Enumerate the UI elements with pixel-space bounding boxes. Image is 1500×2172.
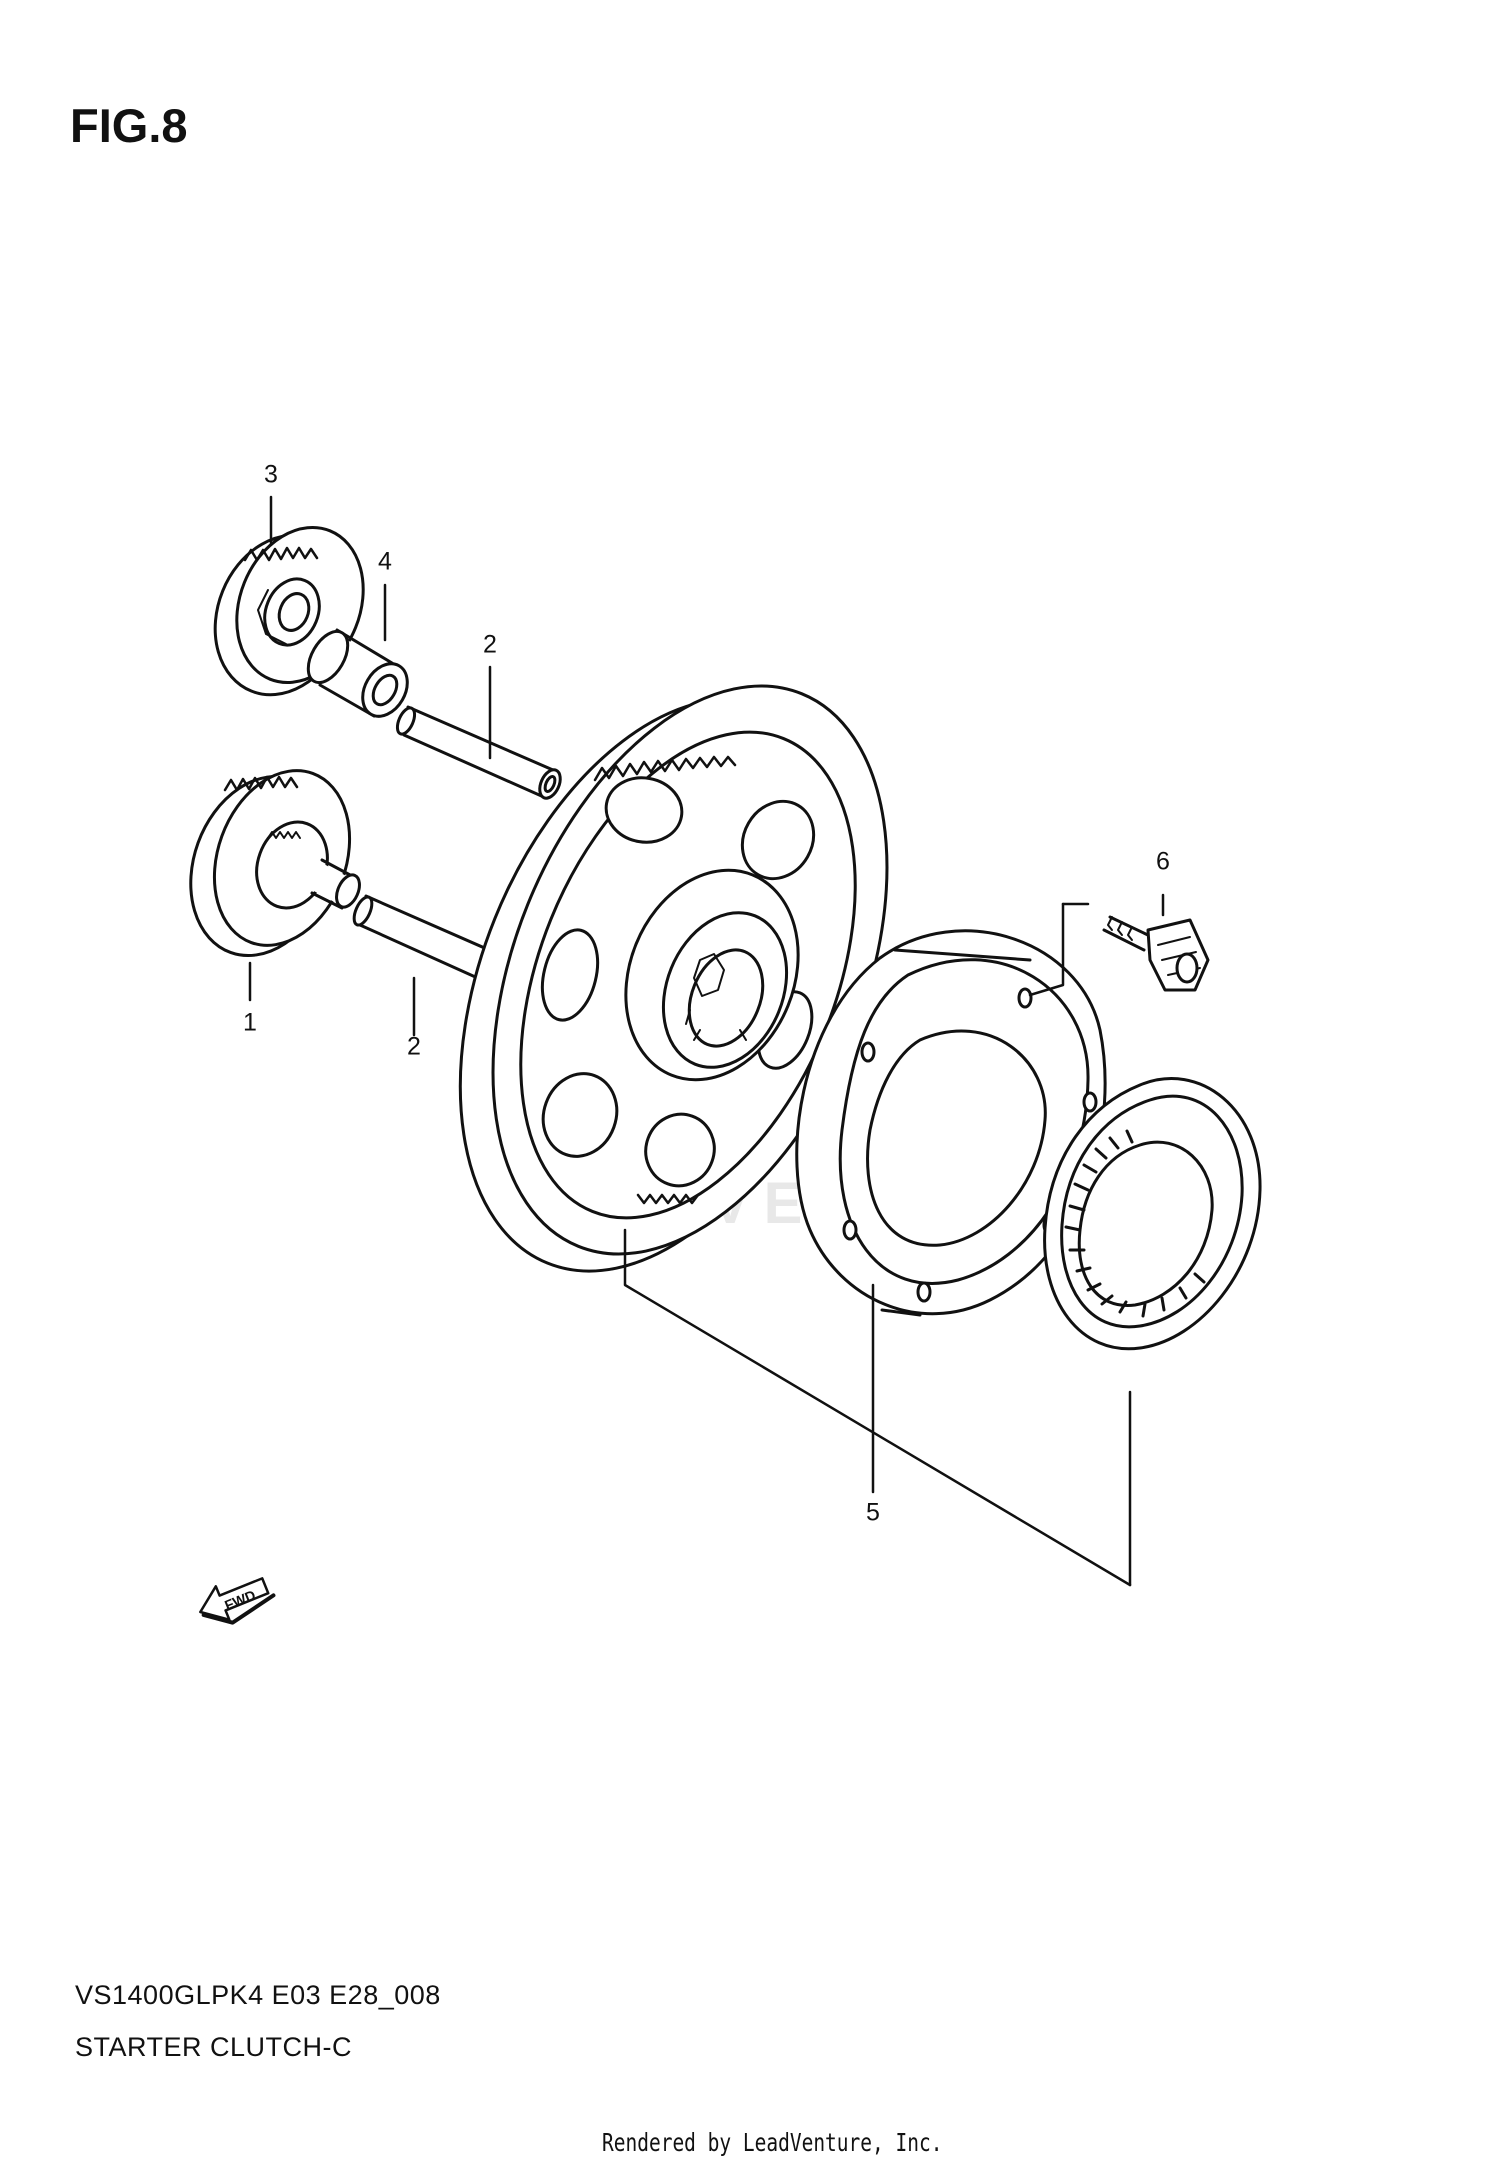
callout-6: 6 [1156,847,1170,876]
callout-1: 1 [243,1008,257,1037]
part-4-bushing [306,628,409,718]
callout-2-upper: 2 [483,630,497,659]
part-5-starter-driven-gear [458,684,889,1273]
callout-2-lower: 2 [407,1032,421,1061]
callout-4: 4 [378,547,392,576]
part-6-bolt [1102,915,1210,992]
rendered-by-credit: Rendered by LeadVenture, Inc. [602,2128,943,2157]
diagram-code: VS1400GLPK4 E03 E28_008 [75,1980,441,2010]
diagram-name: STARTER CLUTCH-C [75,2032,353,2062]
part-1-starter-idler-gear [189,769,361,958]
part-5-one-way-clutch [1043,1077,1262,1351]
figure-title: FIG.8 [70,99,188,152]
part-5-clutch-housing [795,929,1107,1317]
part-3-idler-gear [213,525,365,697]
leader-lines [248,495,1165,1587]
callout-5: 5 [866,1498,880,1527]
part-2-upper-shaft [395,705,562,800]
forward-arrow-icon [199,1577,276,1625]
callout-3: 3 [264,460,278,489]
